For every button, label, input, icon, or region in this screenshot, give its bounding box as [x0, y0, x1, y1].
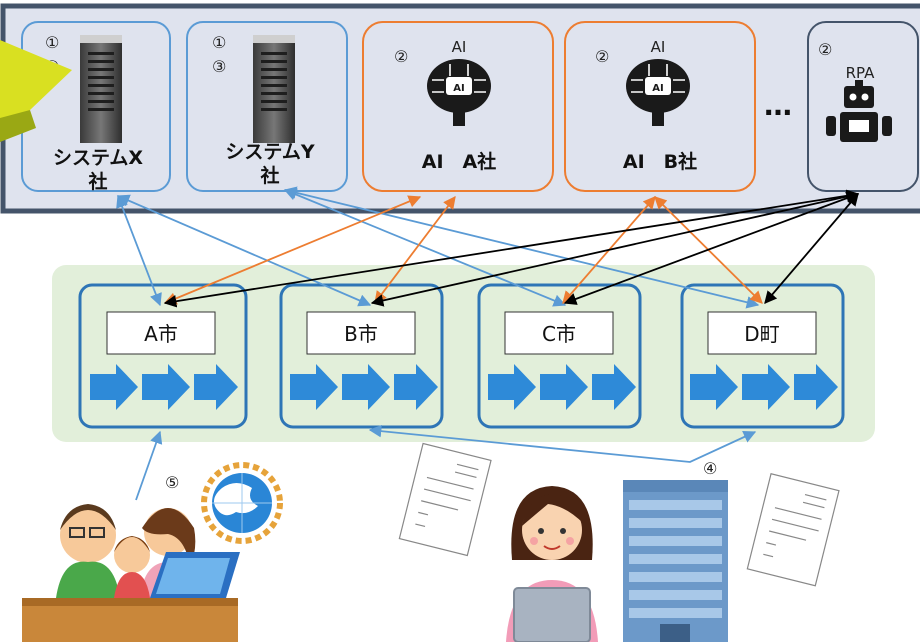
document-icon: [746, 473, 840, 587]
vendor-label-line2: 社: [259, 164, 279, 187]
municipality-box-a[interactable]: A市: [78, 283, 248, 429]
robot-icon: [826, 80, 892, 142]
office-building-icon: [623, 480, 728, 642]
marker-5: ⑤: [165, 473, 179, 492]
vendor-box-ai-a[interactable]: ② AI AI AI A社: [362, 21, 554, 192]
svg-text:AI: AI: [453, 83, 464, 94]
connector-sharing-b-d: [368, 424, 757, 463]
family-at-computer-illustration: [22, 504, 240, 642]
municipality-box-b[interactable]: B市: [279, 283, 444, 429]
vendor-label: AI B社: [623, 150, 697, 173]
vendor-label-line2: 社: [87, 170, 107, 193]
vendor-label: システムX: [53, 147, 143, 169]
municipality-label: C市: [542, 322, 576, 346]
marker-1: ①: [212, 33, 226, 52]
ellipsis: …: [764, 89, 792, 122]
vendor-box-system-y[interactable]: ① ③ システムY 社: [186, 21, 348, 192]
ai-brain-icon: AI: [427, 59, 491, 126]
marker-2: ②: [818, 40, 832, 59]
vendor-box-rpa[interactable]: ② RPA: [807, 21, 919, 192]
marker-3: ③: [212, 57, 226, 76]
rpa-tag: RPA: [846, 64, 876, 82]
vendor-box-system-x[interactable]: ① ③ システムX 社: [21, 21, 171, 193]
municipality-label: A市: [144, 322, 178, 346]
yellow-highlight-shape: [0, 40, 72, 124]
municipalities-panel: [52, 265, 875, 442]
marker-4: ④: [703, 459, 717, 478]
process-flow-arrows-b: [290, 364, 438, 410]
connector-lines: [116, 186, 860, 501]
municipality-label: B市: [344, 322, 378, 346]
server-icon: [80, 35, 122, 143]
process-flow-arrows-d: [690, 364, 838, 410]
marker-1: ①: [45, 33, 59, 52]
process-flow-arrows-a: [90, 364, 238, 410]
server-icon: [253, 35, 295, 143]
globe-icon: [201, 462, 283, 544]
connector-rpa-d: [764, 193, 859, 304]
connector-citizens-a: [135, 430, 163, 501]
document-icon: [398, 442, 492, 557]
municipality-box-d[interactable]: D町: [680, 283, 845, 429]
woman-at-laptop-illustration: [506, 486, 598, 642]
process-flow-arrows-c: [488, 364, 636, 410]
yellow-highlight-shadow: [0, 110, 36, 142]
vendor-label: AI A社: [422, 150, 496, 173]
ai-brain-icon: AI: [626, 59, 690, 126]
municipality-label: D町: [744, 322, 779, 346]
vendor-label: システムY: [225, 141, 314, 163]
marker-2: ②: [595, 47, 609, 66]
ai-tag: AI: [452, 38, 467, 56]
marker-2: ②: [394, 47, 408, 66]
ai-tag: AI: [651, 38, 666, 56]
svg-text:AI: AI: [652, 83, 663, 94]
